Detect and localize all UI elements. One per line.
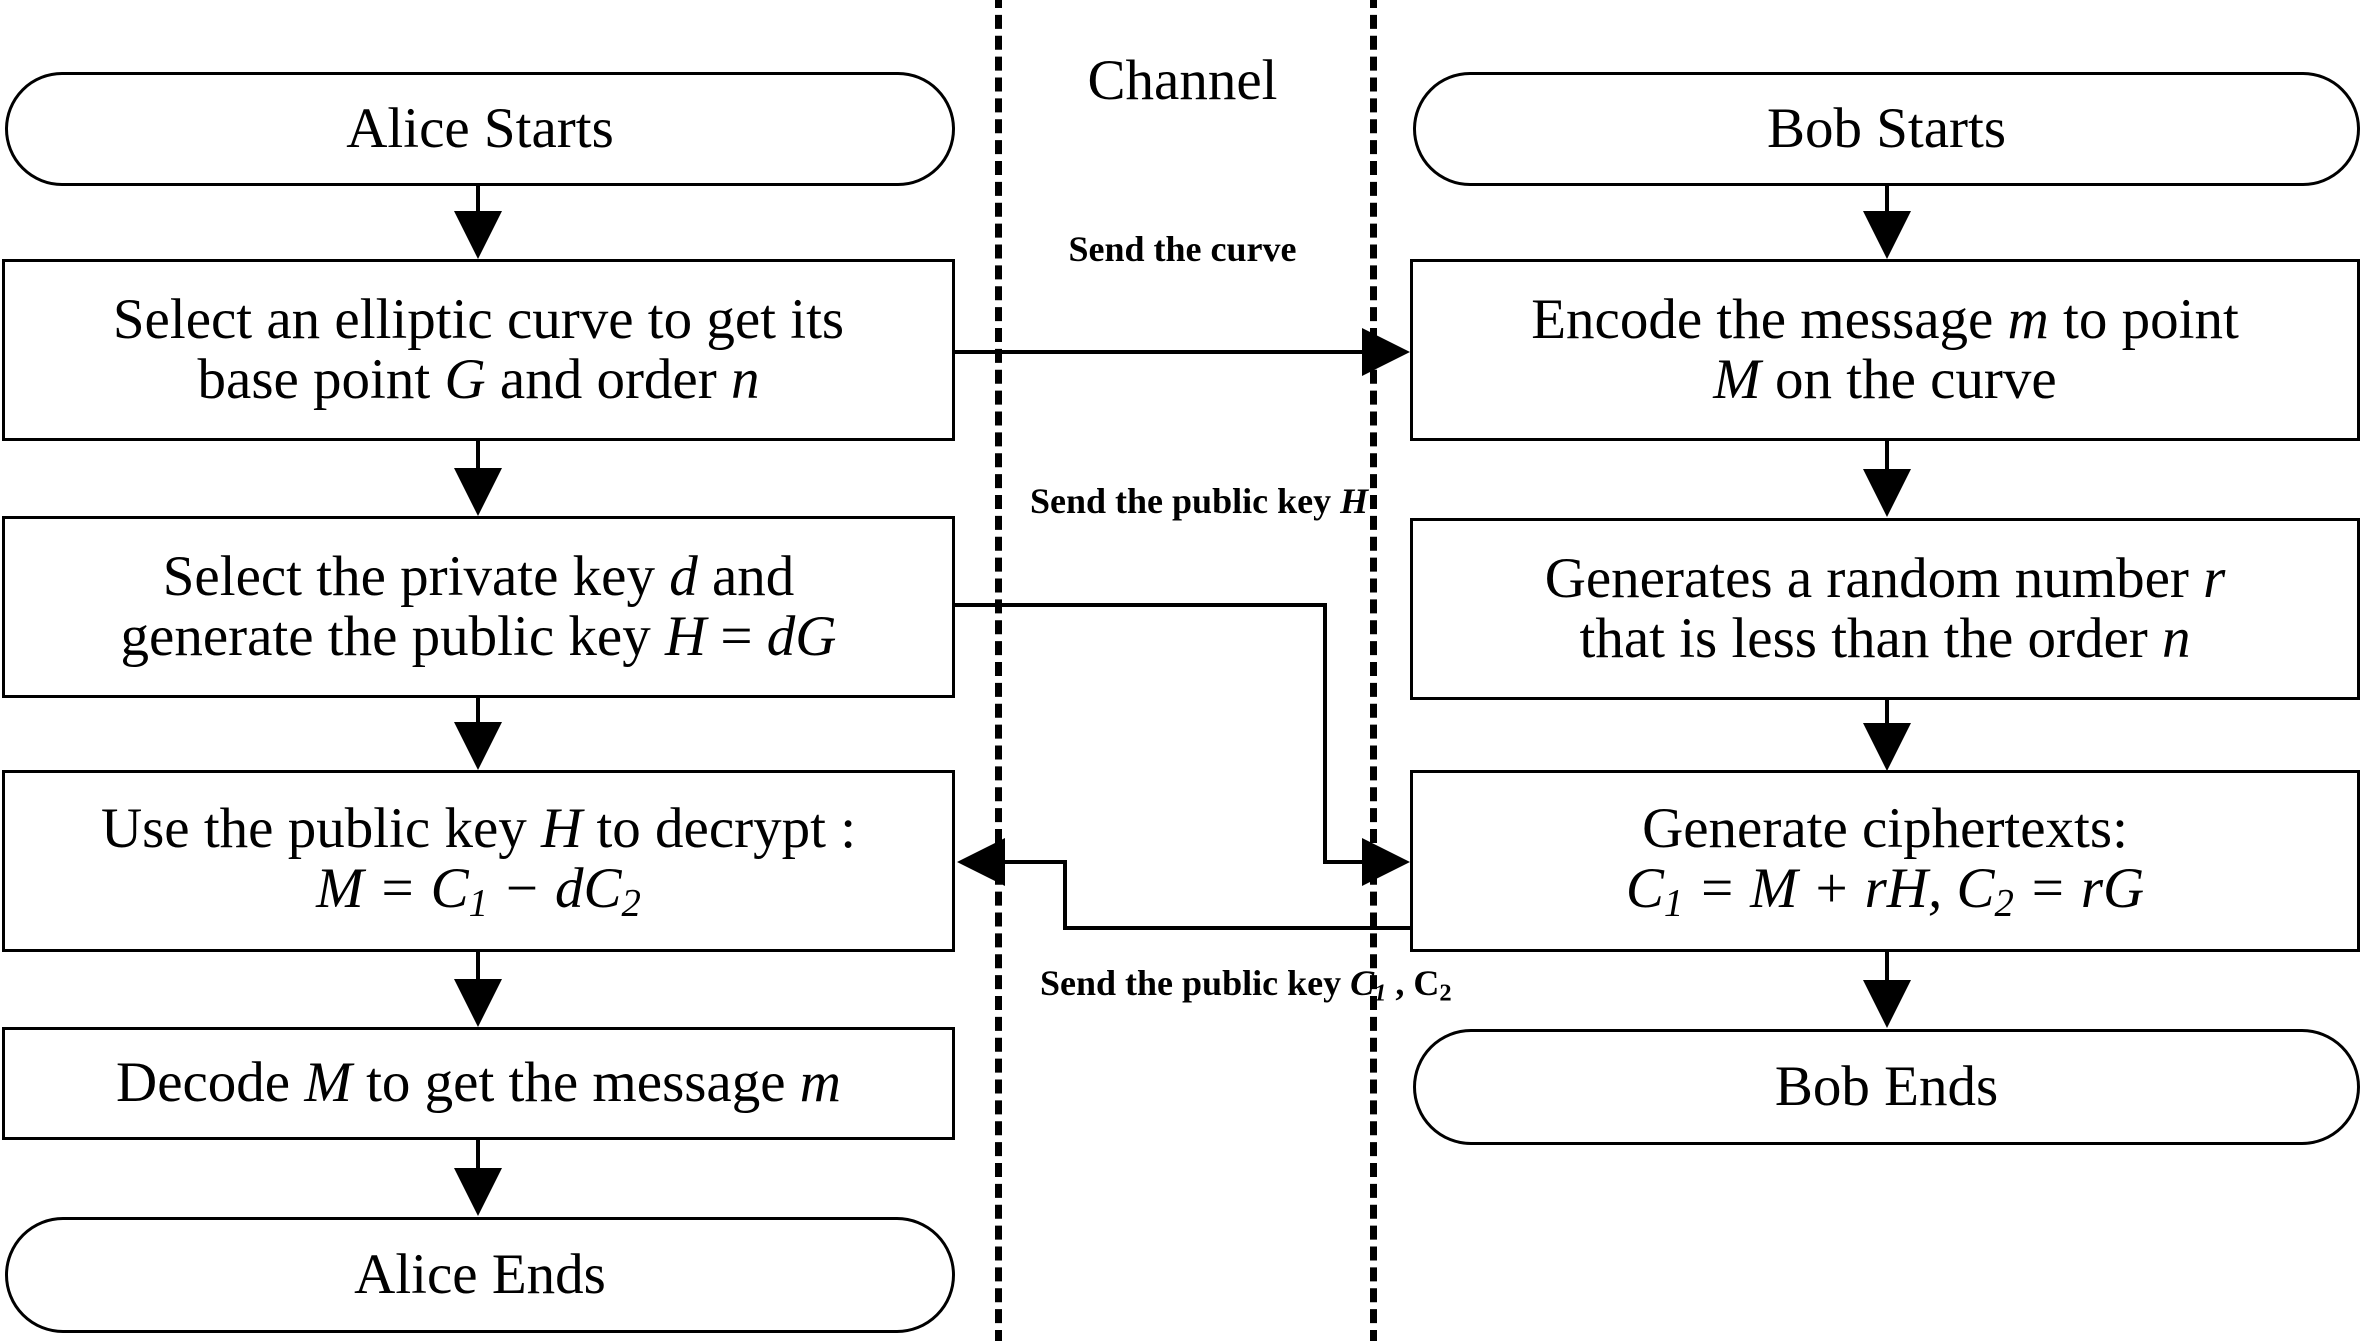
bob-step-3-line-1: Generate ciphertexts: <box>1642 796 2128 860</box>
bob-start-terminal[interactable]: Bob Starts <box>1413 72 2360 186</box>
edge-send-ciphertexts <box>957 838 1412 930</box>
alice-step-4[interactable]: Decode M to get the message m <box>2 1027 955 1140</box>
alice-step-2-line-2: generate the public key H = dG <box>120 605 837 668</box>
channel-divider-left <box>995 0 1002 1341</box>
bob-end-label: Bob Ends <box>1774 1054 1999 1118</box>
channel-message-2: Send the public key H <box>1030 480 1368 524</box>
alice-end-terminal[interactable]: Alice Ends <box>5 1217 955 1333</box>
alice-start-terminal[interactable]: Alice Starts <box>5 72 955 186</box>
channel-title: Channel <box>1087 49 1278 112</box>
channel-message-3-line-1: Send the <box>1040 963 1174 1003</box>
bob-step-1-line-2: M on the curve <box>1713 348 2057 411</box>
channel-message-3-line-2: public key <box>1182 963 1342 1003</box>
channel-message-2-line-1: Send the <box>1030 481 1164 521</box>
edge-send-public-key-h <box>955 603 1410 886</box>
bob-step-2-line-2: that is less than the order n <box>1579 607 2191 670</box>
channel-message-3-line-3: C1 , C2 <box>1350 963 1452 1007</box>
bob-step-2[interactable]: Generates a random number r that is less… <box>1410 518 2360 700</box>
alice-step-4-line-1: Decode M to get the message m <box>116 1051 841 1115</box>
channel-divider-right <box>1370 0 1377 1341</box>
alice-step-3[interactable]: Use the public key H to decrypt : M = C1… <box>2 770 955 952</box>
channel-message-1-line-2: the curve <box>1153 229 1297 269</box>
alice-end-label: Alice Ends <box>354 1242 606 1306</box>
bob-step-3[interactable]: Generate ciphertexts: C1 = M + rH, C2 = … <box>1410 770 2360 952</box>
bob-step-2-line-1: Generates a random number r <box>1544 546 2226 610</box>
alice-step-3-line-1: Use the public key H to decrypt : <box>100 796 857 860</box>
bob-start-label: Bob Starts <box>1766 96 2007 160</box>
bob-step-1[interactable]: Encode the message m to point M on the c… <box>1410 259 2360 441</box>
channel-message-1: Send the curve <box>1040 228 1325 272</box>
bob-step-3-line-2: C1 = M + rH, C2 = rG <box>1625 856 2145 925</box>
channel-message-2-line-2: public key H <box>1172 481 1369 521</box>
alice-step-2-line-1: Select the private key d and <box>162 544 795 608</box>
bob-step-1-line-1: Encode the message m to point <box>1531 287 2239 351</box>
alice-step-2[interactable]: Select the private key d and generate th… <box>2 516 955 698</box>
alice-step-1[interactable]: Select an elliptic curve to get its base… <box>2 259 955 441</box>
alice-step-1-line-2: base point G and order n <box>197 348 760 411</box>
alice-start-label: Alice Starts <box>346 96 614 160</box>
channel-message-3: Send the public key C1 , C2 <box>1040 962 1452 1008</box>
channel-message-1-line-1: Send <box>1068 229 1145 269</box>
alice-step-1-line-1: Select an elliptic curve to get its <box>112 287 845 351</box>
bob-end-terminal[interactable]: Bob Ends <box>1413 1029 2360 1145</box>
alice-step-3-line-2: M = C1 − dC2 <box>316 856 641 925</box>
